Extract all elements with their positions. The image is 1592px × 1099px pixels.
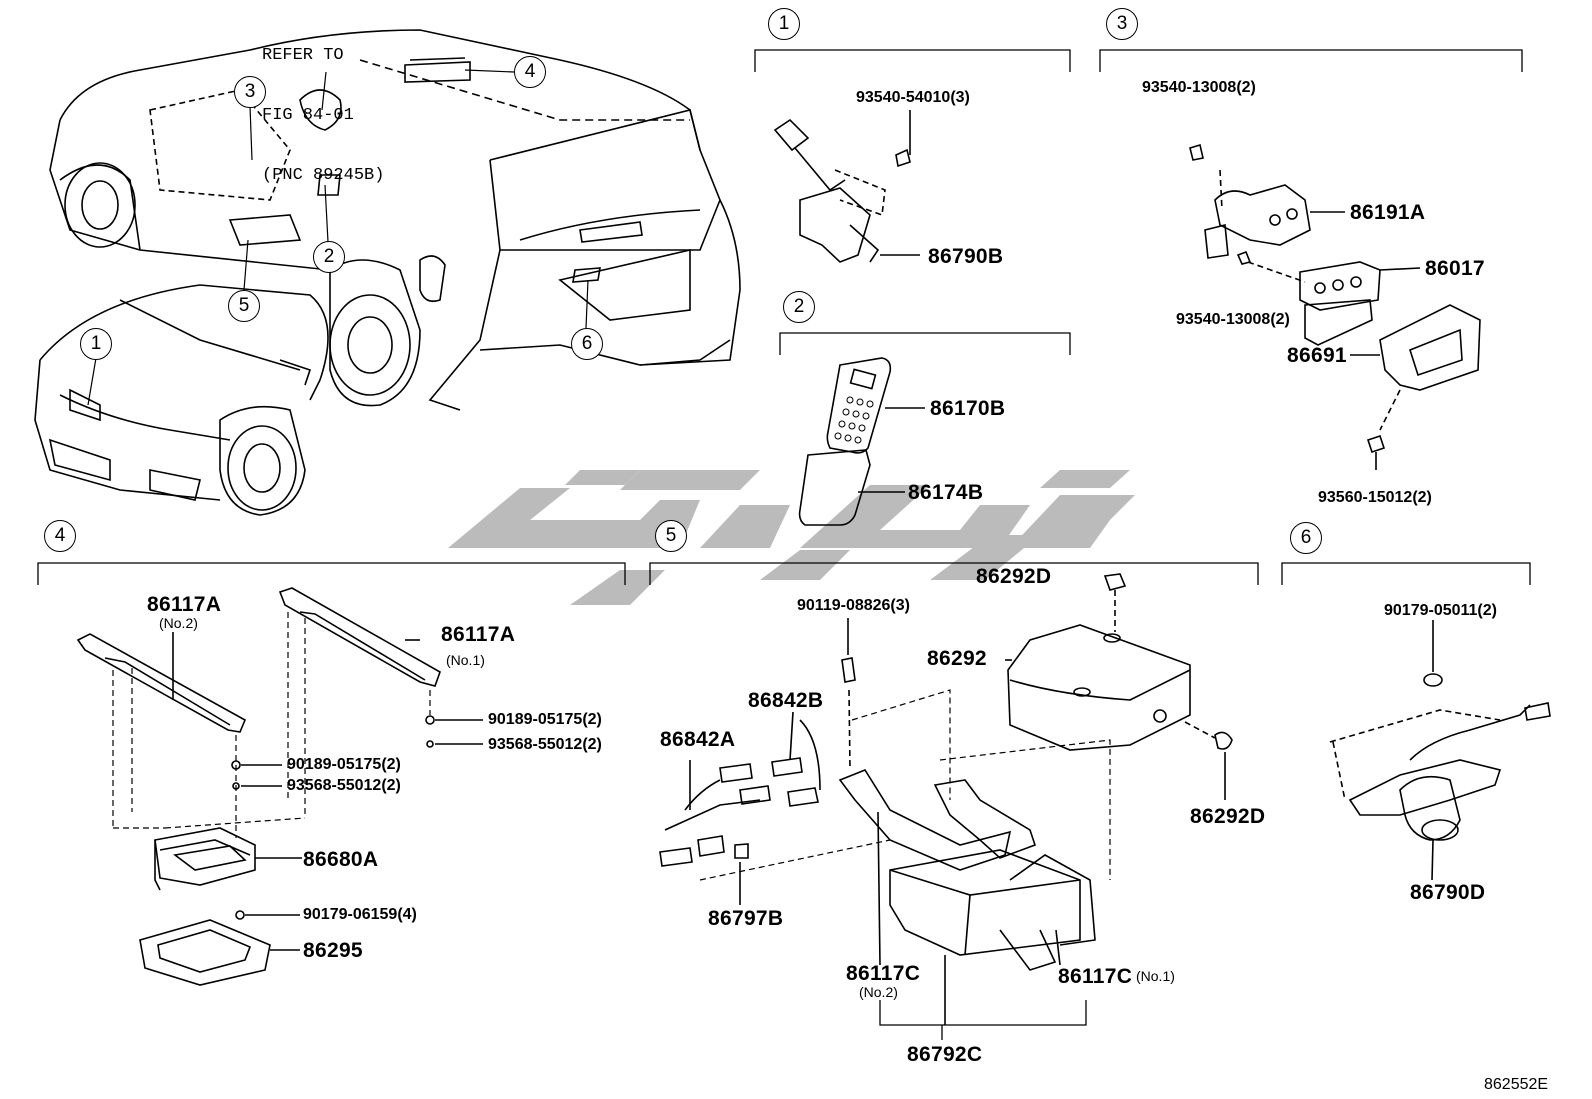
figure-code: 862552E: [1484, 1076, 1549, 1093]
sec2-remote-label: 86170B: [930, 397, 1006, 420]
overview-callout-1: 1: [80, 328, 112, 360]
section-callout-3: 3: [1106, 8, 1138, 40]
sec4-bracket1-label: 86117A: [441, 623, 516, 646]
sec4-clip-label: 90179-06159(4): [303, 906, 417, 923]
sec4-display-art: [76, 587, 483, 986]
section-callout-5: 5: [655, 520, 687, 552]
sec4-nut-left-label: 90189-05175(2): [287, 756, 401, 773]
section-brackets: [37, 49, 1531, 1040]
sec4-bezel-label: 86295: [303, 939, 363, 962]
sec4-display-label: 86680A: [303, 848, 379, 871]
sec5-bolt-label: 90119-08826(3): [797, 597, 910, 614]
sec4-bracket1-sub: (No.1): [446, 652, 485, 668]
sec5-bracket1-sub: (No.1): [1136, 968, 1175, 984]
section-callout-4: 4: [44, 520, 76, 552]
sec5-cover-label: 86292: [927, 647, 987, 670]
overview-callout-3: 3: [234, 76, 266, 108]
sec1-camera-label: 86790B: [928, 245, 1004, 268]
sec3-bolt-top-label: 93540-13008(2): [1142, 79, 1256, 96]
sec6-camera-art: [1329, 620, 1551, 881]
overview-callout-4: 4: [514, 56, 546, 88]
sec5-bracket2-sub: (No.2): [859, 984, 898, 1000]
sec3-bolt-bottom-label: 93560-15012(2): [1318, 489, 1432, 506]
sec6-nut-label: 90179-05011(2): [1384, 602, 1497, 619]
sec5-bracket1-label: 86117C: [1058, 965, 1133, 988]
sec4-screw-left-label: 93568-55012(2): [287, 777, 401, 794]
sec5-screw-right-label: 86292D: [1190, 805, 1266, 828]
sec6-camera-label: 86790D: [1410, 881, 1486, 904]
sec4-nut-right-label: 90189-05175(2): [488, 711, 602, 728]
vehicle-front-sketch: [34, 284, 329, 516]
sec4-bracket2-sub: (No.2): [159, 615, 198, 631]
refer-line-2: FIG 84-01: [262, 106, 354, 125]
sec3-part-a-label: 86191A: [1350, 201, 1426, 224]
refer-note: REFER TO FIG 84-01 (PNC 89245B): [262, 6, 384, 206]
vehicle-rear-sketch: [49, 29, 741, 411]
sec1-camera-art: [773, 110, 920, 263]
sec5-unit-label: 86792C: [907, 1043, 983, 1066]
sec1-bolt-label: 93540-54010(3): [856, 89, 970, 106]
sec5-connector-label: 86797B: [708, 907, 784, 930]
sec3-bolt-mid-label: 93540-13008(2): [1176, 311, 1290, 328]
refer-line-1: REFER TO: [262, 46, 344, 65]
sec5-bracket2-label: 86117C: [846, 962, 921, 985]
sec5-wire-a-label: 86842A: [660, 728, 736, 751]
section-callout-1: 1: [768, 8, 800, 40]
sec5-unit-art: [659, 573, 1233, 1025]
sec4-bracket2-label: 86117A: [147, 593, 222, 616]
sec3-part-b-label: 86017: [1425, 257, 1485, 280]
sec3-switch-art: [1189, 143, 1481, 470]
section-callout-6: 6: [1290, 522, 1322, 554]
section-callout-2: 2: [783, 291, 815, 323]
overview-callout-2: 2: [313, 241, 345, 273]
sec4-screw-right-label: 93568-55012(2): [488, 736, 602, 753]
watermark-logo: [448, 470, 1135, 605]
sec2-holder-label: 86174B: [908, 481, 984, 504]
sec5-screw-top-label: 86292D: [976, 565, 1052, 588]
sec5-wire-b-label: 86842B: [748, 689, 824, 712]
overview-callout-5: 5: [228, 290, 260, 322]
refer-line-3: (PNC 89245B): [262, 166, 385, 185]
overview-leaders: [87, 69, 589, 406]
sec3-bracket-label: 86691: [1287, 344, 1347, 367]
overview-callout-6: 6: [571, 328, 603, 360]
sec2-remote-art: [798, 357, 925, 526]
